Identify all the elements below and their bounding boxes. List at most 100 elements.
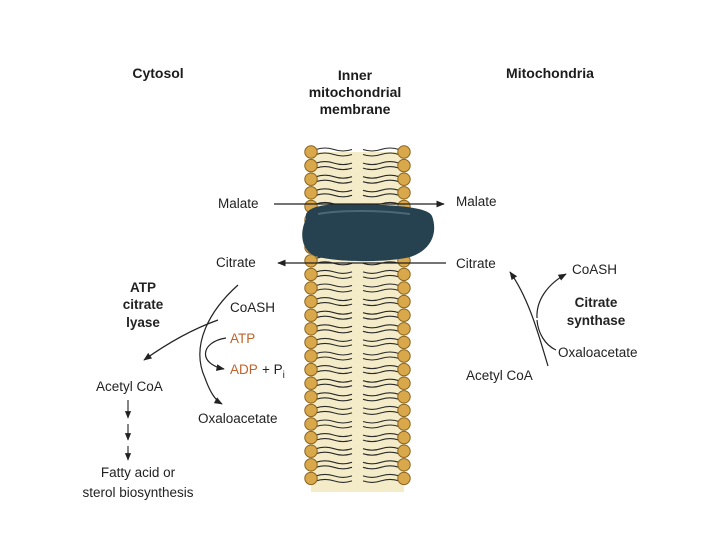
lipid-head — [304, 403, 318, 418]
lipid-head — [397, 349, 411, 363]
acetyl-coa-to-citrate-curve — [509, 271, 549, 367]
lipid-tail — [362, 433, 400, 438]
membrane-core — [311, 152, 404, 492]
lipid-tail — [315, 288, 353, 293]
lipid-head — [397, 158, 411, 173]
lipid-head — [397, 308, 411, 322]
lipid-tail — [362, 419, 400, 424]
lipid-tail — [362, 288, 400, 293]
lipid-head — [397, 145, 411, 159]
lipid-tail — [362, 378, 400, 383]
citrate-malate-transporter — [302, 203, 435, 262]
lipid-tail — [362, 342, 400, 347]
lipid-head — [304, 444, 318, 458]
malate-cytosol-label: Malate — [218, 196, 259, 211]
lipid-tail — [362, 147, 400, 152]
lipid-head — [304, 417, 318, 431]
lipid-head — [304, 158, 318, 173]
lipid-head — [397, 322, 411, 336]
lipid-head — [397, 430, 411, 445]
lipid-tail — [315, 410, 353, 415]
atp-citrate-lyase-line-2: citrate — [123, 297, 164, 312]
inner-mitochondrial-membrane — [304, 145, 411, 492]
lipid-tail — [315, 147, 353, 152]
atp-to-adp-curve — [204, 337, 227, 371]
lipid-tail — [362, 283, 400, 288]
lipid-head — [397, 172, 411, 186]
lipid-tail — [362, 356, 400, 361]
lipid-tail — [362, 451, 400, 456]
acetyl-coa-cytosol-label: Acetyl CoA — [96, 379, 163, 394]
lipid-tail — [315, 315, 353, 320]
lipid-tail — [315, 383, 353, 388]
atp-citrate-lyase-line-1: ATP — [130, 280, 156, 295]
lipid-tail — [362, 370, 400, 375]
lipid-tail — [315, 478, 353, 483]
lipid-head — [304, 294, 318, 309]
oxaloacetate-mitochondria-label: Oxaloacetate — [558, 345, 638, 360]
citrate-synthase-line-2: synthase — [567, 313, 626, 328]
lipid-tail — [315, 451, 353, 456]
lipid-tail — [362, 310, 400, 315]
citrate-mitochondria-label: Citrate — [456, 256, 496, 271]
lipid-head — [304, 349, 318, 363]
acetyl-coa-branch-curve — [143, 319, 219, 361]
lipid-head — [304, 267, 318, 282]
lipid-tail — [315, 365, 353, 370]
lipid-tail — [315, 274, 353, 279]
lipid-tail — [315, 378, 353, 383]
coash-mitochondria-label: CoASH — [572, 262, 617, 277]
lipid-tail — [362, 465, 400, 470]
lipid-tail — [315, 161, 353, 166]
lipid-head — [397, 186, 411, 200]
coash-cytosol-label: CoASH — [230, 300, 275, 315]
lipid-head — [304, 430, 318, 445]
atp-label: ATP — [230, 331, 255, 346]
lipid-head — [304, 376, 318, 390]
lipid-tail — [362, 424, 400, 429]
lipid-head — [397, 362, 411, 377]
lipid-head — [304, 145, 318, 159]
lipid-tail — [315, 152, 353, 157]
mitochondria-header: Mitochondria — [506, 65, 594, 81]
lipid-tail — [315, 356, 353, 361]
lipid-tail — [315, 297, 353, 302]
transporter-highlight — [317, 210, 411, 215]
lipid-head — [397, 458, 411, 472]
malate-mitochondria-label: Malate — [456, 194, 497, 209]
lipid-head — [304, 172, 318, 186]
lipid-head — [397, 294, 411, 309]
lipid-head — [304, 471, 318, 486]
lipid-tail — [315, 465, 353, 470]
lipid-tail — [362, 188, 400, 193]
citrate-to-oxaloacetate-curve — [199, 284, 239, 405]
lipid-tail — [362, 274, 400, 279]
oxaloacetate-join-curve — [536, 319, 557, 351]
lipid-head — [304, 308, 318, 322]
pi-subscript: i — [283, 370, 285, 381]
lipid-tail — [315, 193, 353, 198]
lipid-head — [304, 458, 318, 472]
lipid-head — [304, 254, 318, 268]
lipid-tail — [315, 337, 353, 342]
lipid-tail — [315, 342, 353, 347]
lipid-tail — [362, 315, 400, 320]
lipid-tail — [315, 370, 353, 375]
lipid-head — [304, 322, 318, 336]
lipid-head — [304, 186, 318, 200]
lipid-tail — [362, 324, 400, 329]
lipid-tail — [362, 438, 400, 443]
lipid-tail — [362, 351, 400, 356]
lipid-tail — [362, 179, 400, 184]
lipid-head — [397, 335, 411, 350]
lipid-head — [397, 390, 411, 404]
acetyl-coa-mitochondria-label: Acetyl CoA — [466, 368, 533, 383]
plus-p-text: + P — [262, 362, 283, 377]
lipid-head — [397, 267, 411, 282]
lipid-head — [304, 335, 318, 350]
lipid-tail — [362, 473, 400, 478]
citrate-synthase-line-1: Citrate — [575, 295, 618, 310]
lipid-tail — [315, 188, 353, 193]
lipid-tail — [362, 446, 400, 451]
